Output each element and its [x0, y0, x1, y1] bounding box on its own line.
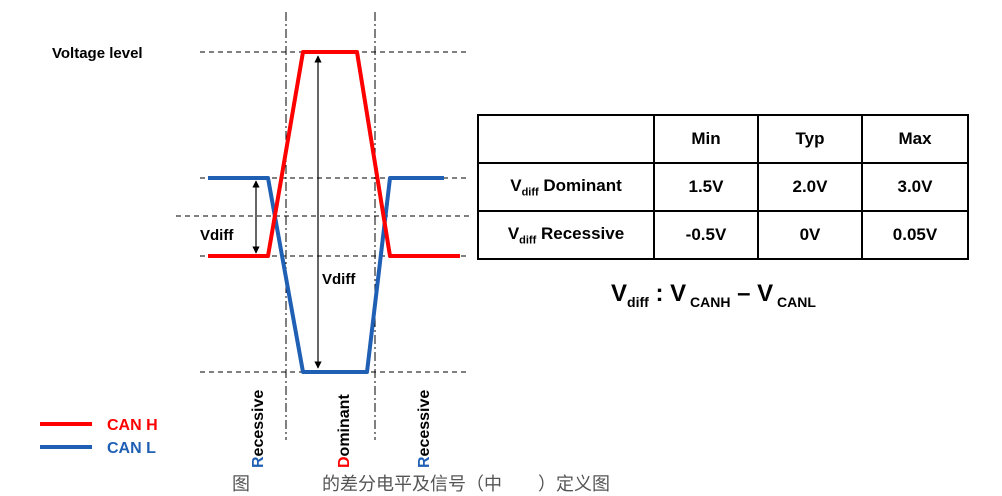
legend: CAN H CAN L [40, 417, 158, 457]
table-cell: 0.05V [861, 210, 969, 260]
row-label-sub: diff [521, 186, 539, 199]
table-row: Vdiff Dominant 1.5V 2.0V 3.0V [477, 162, 969, 212]
phase-label-dominant: Dominant [336, 394, 353, 468]
table-header-cell: Max [861, 114, 969, 164]
table-cell: 3.0V [861, 162, 969, 212]
row-label-sub: diff [519, 234, 537, 247]
formula-colon: : [648, 280, 671, 307]
formula-v-canh: V [670, 280, 687, 307]
phase-rest: ominant [336, 394, 353, 457]
can-l-waveform [208, 176, 444, 374]
phase-initial: R [416, 456, 433, 468]
table-cell: -0.5V [653, 210, 759, 260]
formula-minus: – [730, 280, 758, 307]
table-header-cell [477, 114, 655, 164]
phase-initial: R [250, 456, 267, 468]
table-cell: 2.0V [757, 162, 863, 212]
phase-label-recessive-left: Recessive [250, 390, 267, 468]
formula-v-canl: V [757, 280, 774, 307]
vdiff-left-label: Vdiff [200, 227, 234, 244]
formula-sub-canl: CANL [773, 293, 816, 310]
formula-sub-canh: CANH [686, 293, 731, 310]
row-label-main: V [510, 175, 522, 195]
table-header-cell: Typ [757, 114, 863, 164]
figure-caption: 图 的差分电平及信号（中 ）定义图 [232, 474, 610, 495]
formula-sub-diff: diff [627, 293, 649, 310]
formula-v: V [611, 280, 628, 307]
vdiff-spec-table: Min Typ Max Vdiff Dominant 1.5V 2.0V 3.0… [477, 114, 969, 260]
phase-rest: ecessive [250, 390, 267, 457]
phase-rest: ecessive [416, 390, 433, 457]
row-label-rest: Dominant [538, 175, 622, 195]
row-label-main: V [507, 223, 520, 243]
row-label-dominant: Vdiff Dominant [477, 162, 655, 212]
legend-label-can-l: CAN L [107, 440, 156, 457]
table-cell: 1.5V [653, 162, 759, 212]
table-header-cell: Min [653, 114, 759, 164]
row-label-rest: Recessive [536, 223, 625, 243]
can-h-waveform [208, 50, 460, 258]
table-header-row: Min Typ Max [477, 114, 969, 164]
phase-boundaries [285, 12, 376, 440]
table-cell: 0V [757, 210, 863, 260]
voltage-level-label: Voltage level [52, 45, 143, 62]
phase-initial: D [336, 456, 353, 468]
row-label-recessive: Vdiff Recessive [477, 210, 655, 260]
vdiff-center-label: Vdiff [322, 271, 356, 288]
phase-label-recessive-right: Recessive [416, 390, 433, 468]
vdiff-formula: Vdiff : V CANH – V CANL [611, 280, 816, 310]
legend-label-can-h: CAN H [107, 417, 158, 434]
level-lines [176, 51, 470, 373]
table-row: Vdiff Recessive -0.5V 0V 0.05V [477, 210, 969, 260]
